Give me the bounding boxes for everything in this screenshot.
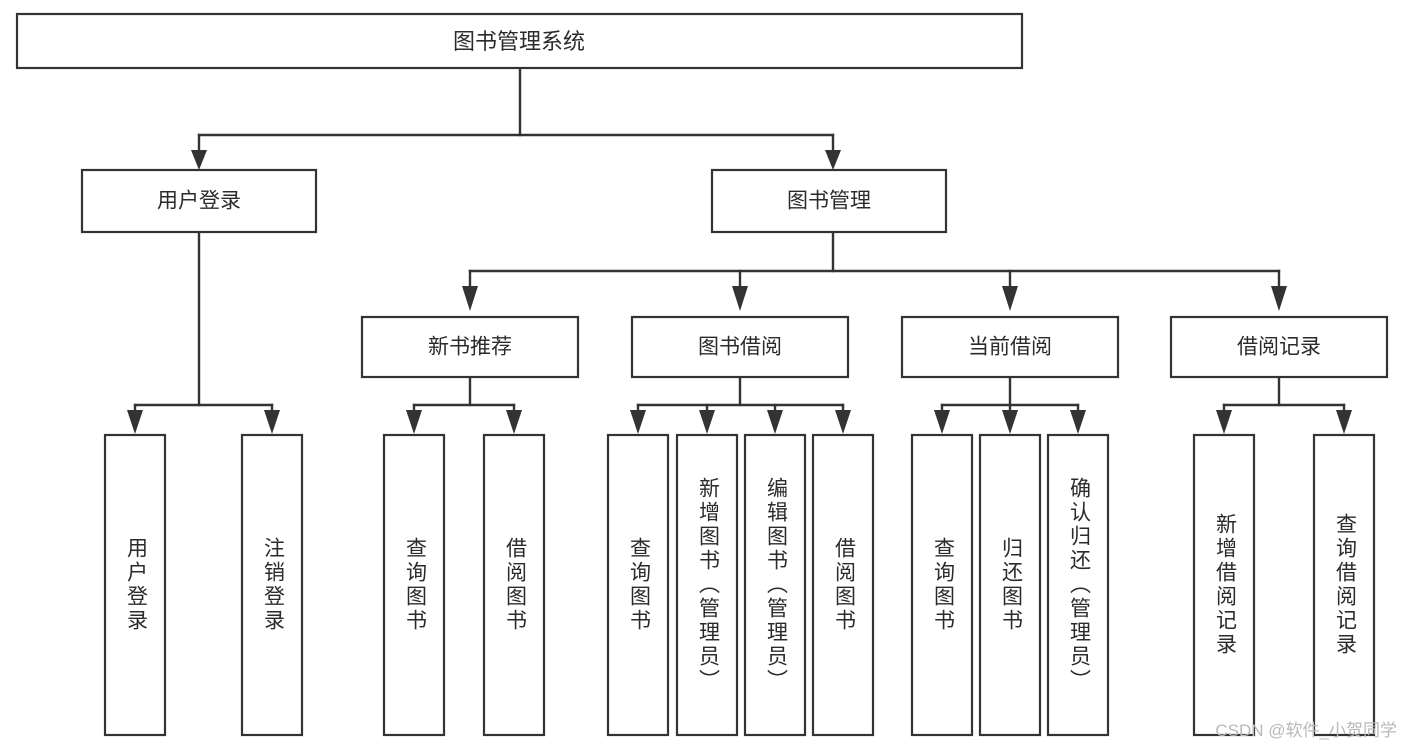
- node-new-book-recommend[interactable]: 新书推荐: [360, 315, 580, 379]
- leaf-book-borrow-borrow[interactable]: 借阅图书: [811, 433, 875, 737]
- leaf-current-borrow-confirm-return[interactable]: 确认归还（管理员）: [1046, 433, 1110, 737]
- leaf-label-book-borrow-borrow: 借阅图书: [832, 537, 856, 633]
- leaf-new-book-borrow[interactable]: 借阅图书: [482, 433, 546, 737]
- leaf-label-current-borrow-return: 归还图书: [999, 537, 1023, 633]
- leaf-label-new-book-query: 查询图书: [403, 537, 427, 633]
- node-current-borrow[interactable]: 当前借阅: [900, 315, 1120, 379]
- node-label-book-management: 图书管理: [787, 190, 871, 213]
- node-label-current-borrow: 当前借阅: [968, 336, 1052, 359]
- node-user-login[interactable]: 用户登录: [80, 168, 318, 234]
- leaf-book-borrow-add[interactable]: 新增图书（管理员）: [675, 433, 739, 737]
- connector-bookmgmt-to-level3: [462, 230, 1287, 311]
- leaf-borrow-record-query[interactable]: 查询借阅记录: [1312, 433, 1376, 737]
- node-borrow-record[interactable]: 借阅记录: [1169, 315, 1389, 379]
- connector-borrowrecord-to-leaves: [1216, 375, 1352, 434]
- connector-userlogin-to-leaves: [127, 230, 280, 434]
- leaf-label-user-login-login: 用户登录: [124, 537, 148, 633]
- connector-newbook-to-leaves: [406, 375, 522, 434]
- leaf-borrow-record-add[interactable]: 新增借阅记录: [1192, 433, 1256, 737]
- leaf-book-borrow-edit[interactable]: 编辑图书（管理员）: [743, 433, 807, 737]
- node-book-management[interactable]: 图书管理: [710, 168, 948, 234]
- leaf-book-borrow-query[interactable]: 查询图书: [606, 433, 670, 737]
- connector-root-to-level2: [191, 66, 841, 170]
- leaf-label-current-borrow-query: 查询图书: [931, 537, 955, 633]
- node-label-user-login: 用户登录: [157, 190, 241, 213]
- leaf-label-user-login-logout: 注销登录: [261, 537, 285, 633]
- leaf-label-book-borrow-add: 新增图书（管理员）: [696, 477, 720, 693]
- leaf-label-book-borrow-edit: 编辑图书（管理员）: [764, 477, 788, 693]
- node-label-book-borrow: 图书借阅: [698, 336, 782, 359]
- leaf-user-login-logout[interactable]: 注销登录: [240, 433, 304, 737]
- leaf-current-borrow-query[interactable]: 查询图书: [910, 433, 974, 737]
- leaf-user-login-login[interactable]: 用户登录: [103, 433, 167, 737]
- node-label-new-book-recommend: 新书推荐: [428, 336, 512, 359]
- node-book-borrow[interactable]: 图书借阅: [630, 315, 850, 379]
- connector-currentborrow-to-leaves: [934, 375, 1086, 434]
- leaf-label-new-book-borrow: 借阅图书: [503, 537, 527, 633]
- connector-bookborrow-to-leaves: [630, 375, 851, 434]
- node-label-root: 图书管理系统: [453, 29, 585, 54]
- leaf-new-book-query[interactable]: 查询图书: [382, 433, 446, 737]
- node-root-book-management-system[interactable]: 图书管理系统: [15, 12, 1024, 70]
- leaf-current-borrow-return[interactable]: 归还图书: [978, 433, 1042, 737]
- node-label-borrow-record: 借阅记录: [1237, 336, 1321, 359]
- leaf-label-borrow-record-query: 查询借阅记录: [1333, 513, 1357, 657]
- leaf-label-borrow-record-add: 新增借阅记录: [1213, 513, 1237, 657]
- leaf-label-current-borrow-confirm-return: 确认归还（管理员）: [1067, 477, 1091, 693]
- leaf-label-book-borrow-query: 查询图书: [627, 537, 651, 633]
